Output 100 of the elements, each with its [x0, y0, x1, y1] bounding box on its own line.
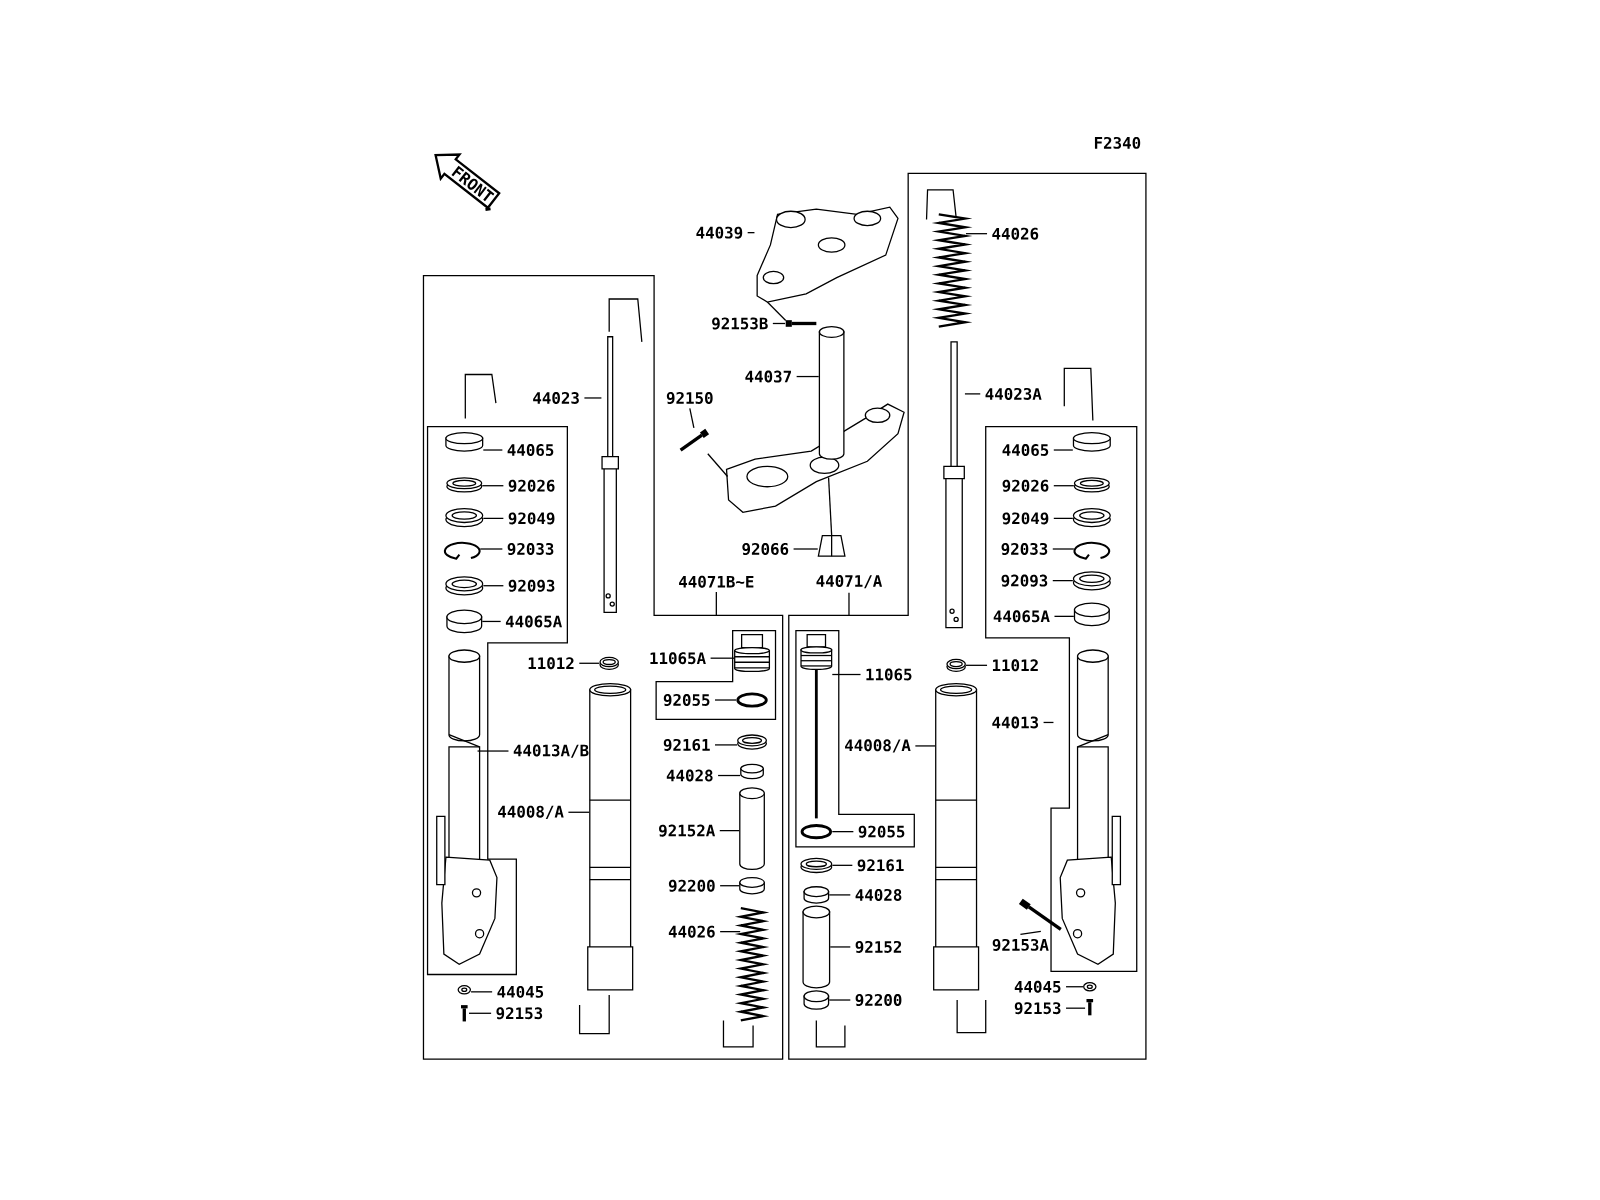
leader-line — [1065, 1007, 1086, 1009]
leader-line — [717, 774, 741, 777]
figure-code: F2340 — [1094, 136, 1141, 149]
leader-line — [828, 999, 851, 1001]
triple-clamp-drawing — [756, 206, 899, 303]
fork-leg-drawing — [1059, 649, 1122, 966]
part-number: 44013 — [992, 716, 1039, 729]
leader-line — [1052, 548, 1075, 550]
part-number: 92093 — [1001, 574, 1048, 587]
ring-drawing — [1072, 571, 1111, 591]
leader-line — [831, 673, 862, 676]
leader-line — [747, 232, 756, 234]
bushing-drawing — [802, 905, 831, 989]
part-number: 44023 — [533, 392, 579, 404]
spring-drawing — [734, 907, 770, 1022]
fork-tube-drawing — [933, 683, 980, 991]
bushing-drawing — [1072, 432, 1111, 452]
ring-drawing — [1073, 477, 1110, 493]
part-number: 44039 — [696, 226, 743, 239]
leader-line — [965, 233, 988, 235]
part-number: 44023A — [985, 387, 1042, 400]
leader-line — [1019, 930, 1042, 936]
part-number: 44065 — [507, 444, 554, 456]
leader-line — [689, 407, 695, 429]
leader-line — [482, 585, 504, 587]
leader-line — [792, 548, 819, 550]
damper-rod-drawing — [943, 341, 965, 629]
leader-line — [719, 830, 740, 832]
leader-line — [714, 744, 738, 746]
part-number: 44008/A — [498, 805, 564, 819]
ring-drawing — [446, 477, 483, 493]
clip-drawing — [444, 541, 481, 560]
ring-drawing — [800, 857, 833, 874]
leader-line — [831, 831, 854, 833]
fork-tube-drawing — [587, 683, 634, 991]
part-number: 11012 — [528, 657, 574, 670]
part-number: 92055 — [858, 825, 905, 838]
fork-leg-drawing — [436, 649, 498, 966]
part-number: 92033 — [1001, 543, 1048, 556]
ring-drawing — [599, 656, 619, 670]
part-number: 44045 — [1014, 980, 1061, 993]
leader-line — [479, 548, 503, 550]
leader-line — [828, 894, 851, 896]
part-number: 92049 — [508, 512, 555, 525]
part-number: 44071/A — [816, 575, 883, 589]
leader-line — [719, 931, 741, 933]
part-number: 92161 — [663, 738, 710, 751]
ring-drawing — [736, 692, 768, 708]
leader-line — [715, 591, 717, 616]
leader-line — [707, 453, 729, 478]
fork-cap-drawing — [800, 634, 833, 819]
leader-line — [481, 620, 502, 623]
leader-line — [1053, 485, 1075, 487]
clip-drawing — [1073, 541, 1111, 560]
part-number: 44028 — [855, 888, 902, 901]
leader-line — [468, 1012, 492, 1014]
part-number: 92200 — [668, 879, 715, 892]
leader-line — [583, 397, 603, 399]
leader-line — [796, 375, 820, 378]
bushing-drawing — [739, 876, 765, 895]
leader-line — [470, 991, 493, 993]
leader-line — [476, 750, 510, 752]
bushing-drawing — [818, 325, 845, 460]
leader-line — [714, 699, 737, 701]
part-number: 44045 — [497, 985, 544, 998]
part-number: 92026 — [508, 479, 555, 492]
ring-drawing — [800, 824, 833, 840]
bushing-drawing — [445, 432, 484, 452]
leader-line — [1053, 517, 1074, 519]
leader-line — [965, 664, 988, 666]
part-number: 92152A — [659, 824, 715, 837]
part-number: 92066 — [742, 543, 789, 556]
part-number: 92153B — [712, 317, 768, 330]
part-number: 11012 — [992, 659, 1038, 672]
leader-line — [831, 864, 853, 866]
bolt-drawing — [1018, 898, 1062, 931]
leader-line — [709, 657, 735, 659]
leader-line — [848, 592, 850, 616]
part-number: 92153 — [1014, 1002, 1061, 1015]
part-number: 92033 — [507, 543, 554, 556]
ring-drawing — [445, 507, 484, 528]
leader-line — [772, 322, 786, 325]
leader-line — [1052, 580, 1074, 582]
leader-line — [1053, 615, 1075, 617]
leader-line — [1042, 721, 1055, 724]
leader-line — [829, 946, 851, 948]
bushing-drawing — [739, 787, 765, 870]
part-number: 44028 — [666, 769, 713, 782]
ring-drawing — [946, 658, 966, 673]
part-number: 92161 — [857, 859, 904, 872]
leader-line — [482, 517, 504, 519]
bolt-drawing — [785, 320, 817, 327]
bushing-drawing — [803, 886, 830, 904]
ring-drawing — [445, 576, 484, 596]
damper-rod-drawing — [601, 336, 619, 613]
part-number: 44071B~E — [679, 575, 754, 588]
leader-line — [578, 662, 600, 664]
part-number: 44065A — [505, 615, 562, 628]
leader-line — [914, 745, 936, 747]
part-number: 92093 — [508, 579, 555, 592]
